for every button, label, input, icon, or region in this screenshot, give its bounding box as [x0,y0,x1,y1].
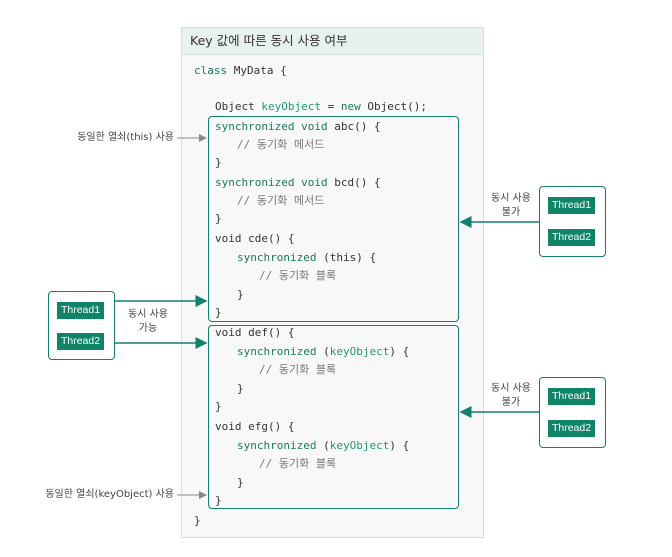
code-bcd-comment: // 동기화 메서드 [237,194,325,207]
left-thread2: Thread2 [57,333,104,350]
code-def-comment: // 동기화 블록 [259,363,337,376]
code-efg-inner-close: } [237,476,244,489]
panel-title: Key 값에 따른 동시 사용 여부 [182,28,483,55]
concurrent-ok-label-2: 가능 [138,323,158,334]
right-bottom-thread2: Thread2 [548,420,595,437]
this-lock-label: 동일한 열쇠(this) 사용 [77,132,174,143]
right-bottom-thread1: Thread1 [548,388,595,405]
code-efg-comment: // 동기화 블록 [259,457,337,470]
this-lock-group [208,116,459,322]
concurrent-no-bottom-1: 동시 사용 [491,383,531,394]
code-class-line: class MyData { [194,64,287,77]
code-def-sig: void def() { [215,326,295,339]
code-bcd-sig: synchronized void bcd() { [215,176,381,189]
code-cde-inner-close: } [237,288,244,301]
code-abc-close: } [215,156,222,169]
code-efg-sync: synchronized (keyObject) { [237,439,410,452]
right-top-thread1: Thread1 [548,197,595,214]
code-cde-comment: // 동기화 블록 [259,269,337,282]
left-thread1: Thread1 [57,302,104,319]
concurrent-no-bottom-2: 불가 [501,397,521,408]
code-bcd-close: } [215,212,222,225]
code-field-line: Object keyObject = new Object(); [215,100,427,113]
concurrent-no-top-1: 동시 사용 [491,193,531,204]
right-top-thread2: Thread2 [548,229,595,246]
code-abc-sig: synchronized void abc() { [215,120,381,133]
code-def-close: } [215,400,222,413]
key-lock-label: 동일한 열쇠(keyObject) 사용 [45,489,174,500]
code-panel: Key 값에 따른 동시 사용 여부 [181,27,484,538]
key-lock-group [208,325,459,509]
code-cde-sig: void cde() { [215,232,295,245]
concurrent-no-top-2: 불가 [501,207,521,218]
code-class-close: } [194,514,201,527]
code-def-inner-close: } [237,382,244,395]
code-efg-close: } [215,494,222,507]
concurrent-ok-label-1: 동시 사용 [128,309,168,320]
code-abc-comment: // 동기화 메서드 [237,138,325,151]
code-efg-sig: void efg() { [215,420,295,433]
code-cde-sync: synchronized (this) { [237,251,377,264]
code-cde-close: } [215,306,222,319]
code-def-sync: synchronized (keyObject) { [237,345,410,358]
